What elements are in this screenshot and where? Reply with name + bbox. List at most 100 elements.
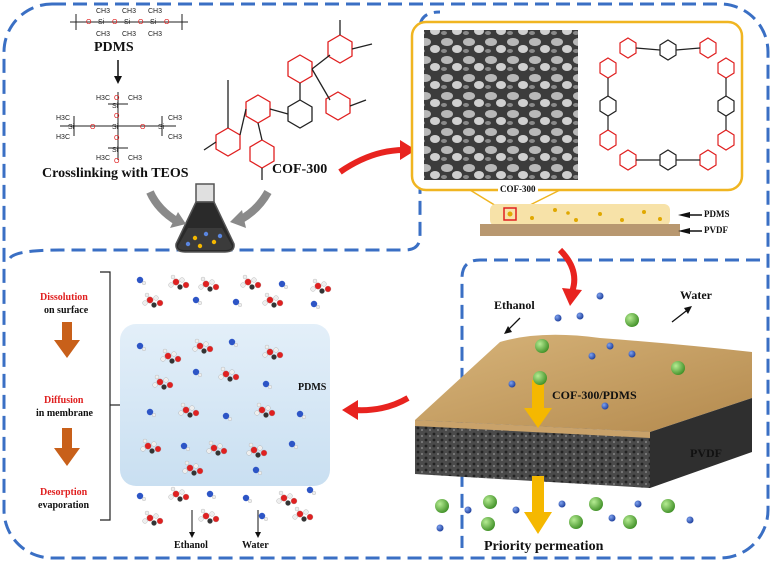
svg-text:O: O — [114, 95, 120, 102]
ethanol-molecule — [206, 440, 228, 456]
pdms-tag: PDMS — [704, 209, 730, 219]
water-molecule — [222, 412, 232, 421]
water-molecule — [242, 494, 252, 503]
membrane-top-surface — [415, 334, 752, 432]
arrow-down-step-2 — [54, 428, 80, 466]
svg-text:O: O — [90, 124, 96, 131]
ethanol-molecule — [178, 402, 200, 418]
permeate-molecules — [435, 495, 694, 532]
surface-molecules — [508, 292, 685, 410]
svg-text:O: O — [86, 19, 92, 26]
arrow-left-red — [353, 395, 410, 414]
svg-text:CH3: CH3 — [148, 8, 162, 15]
out-ethanol-label: Ethanol — [174, 540, 208, 551]
diffusing-molecules — [136, 274, 332, 526]
svg-text:H3C: H3C — [56, 115, 70, 122]
step-diffusion-title: Diffusion — [44, 395, 84, 406]
svg-text:O: O — [164, 19, 170, 26]
ethanol-molecule — [218, 366, 240, 382]
gray-arrow-right — [237, 189, 272, 224]
step-diffusion-sub: in membrane — [36, 408, 93, 419]
cof-300-label: COF-300 — [272, 162, 328, 177]
pvdf-front-face — [415, 420, 650, 488]
svg-text:O: O — [114, 113, 120, 120]
svg-text:CH3: CH3 — [96, 31, 110, 38]
out-water-label: Water — [242, 540, 269, 551]
water-molecule — [278, 280, 288, 289]
svg-text:H3C: H3C — [96, 95, 110, 102]
pvdf-tag-arrow — [678, 228, 690, 234]
membrane-block — [415, 334, 752, 488]
gray-arrow-left — [146, 190, 181, 226]
water-molecule — [136, 342, 146, 351]
water-molecule — [192, 368, 202, 377]
step-desorption-title: Desorption — [40, 487, 88, 498]
svg-text:Si: Si — [112, 124, 119, 131]
water-molecule — [252, 466, 262, 475]
arrow-down-step-1 — [54, 322, 80, 358]
pdms-layer-section — [490, 204, 670, 226]
svg-text:O: O — [140, 124, 146, 131]
step-desorption-sub: evaporation — [38, 500, 90, 511]
water-molecule — [180, 442, 190, 451]
water-molecule — [228, 338, 238, 347]
svg-text:H3C: H3C — [96, 155, 110, 162]
svg-text:CH3: CH3 — [128, 95, 142, 102]
pvdf-side-face — [650, 398, 752, 488]
svg-text:Si: Si — [68, 124, 75, 131]
cof-300-small-label: COF-300 — [498, 184, 538, 194]
water-molecule — [192, 296, 202, 305]
flask-icon — [175, 183, 235, 253]
water-molecule — [146, 408, 156, 417]
water-molecule — [306, 486, 316, 495]
svg-text:CH3: CH3 — [122, 8, 136, 15]
ethanol-molecule — [168, 274, 190, 290]
step-dissolution-sub: on surface — [44, 305, 89, 316]
water-molecule — [262, 380, 272, 389]
pvdf-layer-section — [480, 224, 680, 236]
svg-text:O: O — [114, 135, 120, 142]
water-molecule — [296, 410, 306, 419]
inner-dashed-divider-right — [460, 258, 760, 548]
svg-text:CH3: CH3 — [148, 31, 162, 38]
svg-text:Si: Si — [124, 19, 131, 26]
zoom-box — [503, 207, 517, 221]
svg-text:CH3: CH3 — [128, 155, 142, 162]
pdms-tag-arrow — [678, 212, 690, 218]
svg-text:Si: Si — [112, 147, 119, 154]
svg-text:CH3: CH3 — [168, 115, 182, 122]
ethanol-label: Ethanol — [494, 298, 535, 312]
pdms-label: PDMS — [94, 40, 134, 55]
gold-arrow-top — [532, 380, 544, 410]
svg-text:CH3: CH3 — [122, 31, 136, 38]
ethanol-molecule — [262, 292, 284, 308]
water-molecule — [136, 492, 146, 501]
pdms-box-label: PDMS — [298, 382, 327, 393]
step-dissolution-title: Dissolution — [40, 292, 88, 303]
arrow-right-red — [338, 147, 405, 175]
cof-lattice — [599, 37, 735, 171]
pdms-structure — [70, 14, 188, 30]
ethanol-molecule — [140, 438, 162, 454]
water-label: Water — [680, 288, 712, 302]
cof-pdms-layer-label: COF-300/PDMS — [552, 388, 637, 402]
ethanol-molecule — [310, 278, 332, 294]
inner-dashed-divider-top — [8, 10, 441, 260]
cof-300-structure — [203, 20, 373, 180]
ethanol-molecule — [254, 402, 276, 418]
pdms-membrane-box — [120, 324, 330, 486]
pvdf-tag: PVDF — [704, 225, 728, 235]
svg-text:O: O — [112, 19, 118, 26]
teos-crosslinked-structure — [60, 92, 176, 160]
svg-text:Si: Si — [158, 124, 165, 131]
svg-text:Si: Si — [112, 103, 119, 110]
ethanol-molecule — [182, 460, 204, 476]
water-molecule — [206, 490, 216, 499]
water-molecule — [258, 512, 268, 521]
water-molecule — [136, 276, 146, 285]
pvdf-support-label: PVDF — [690, 446, 722, 460]
ethanol-molecule — [142, 292, 164, 308]
